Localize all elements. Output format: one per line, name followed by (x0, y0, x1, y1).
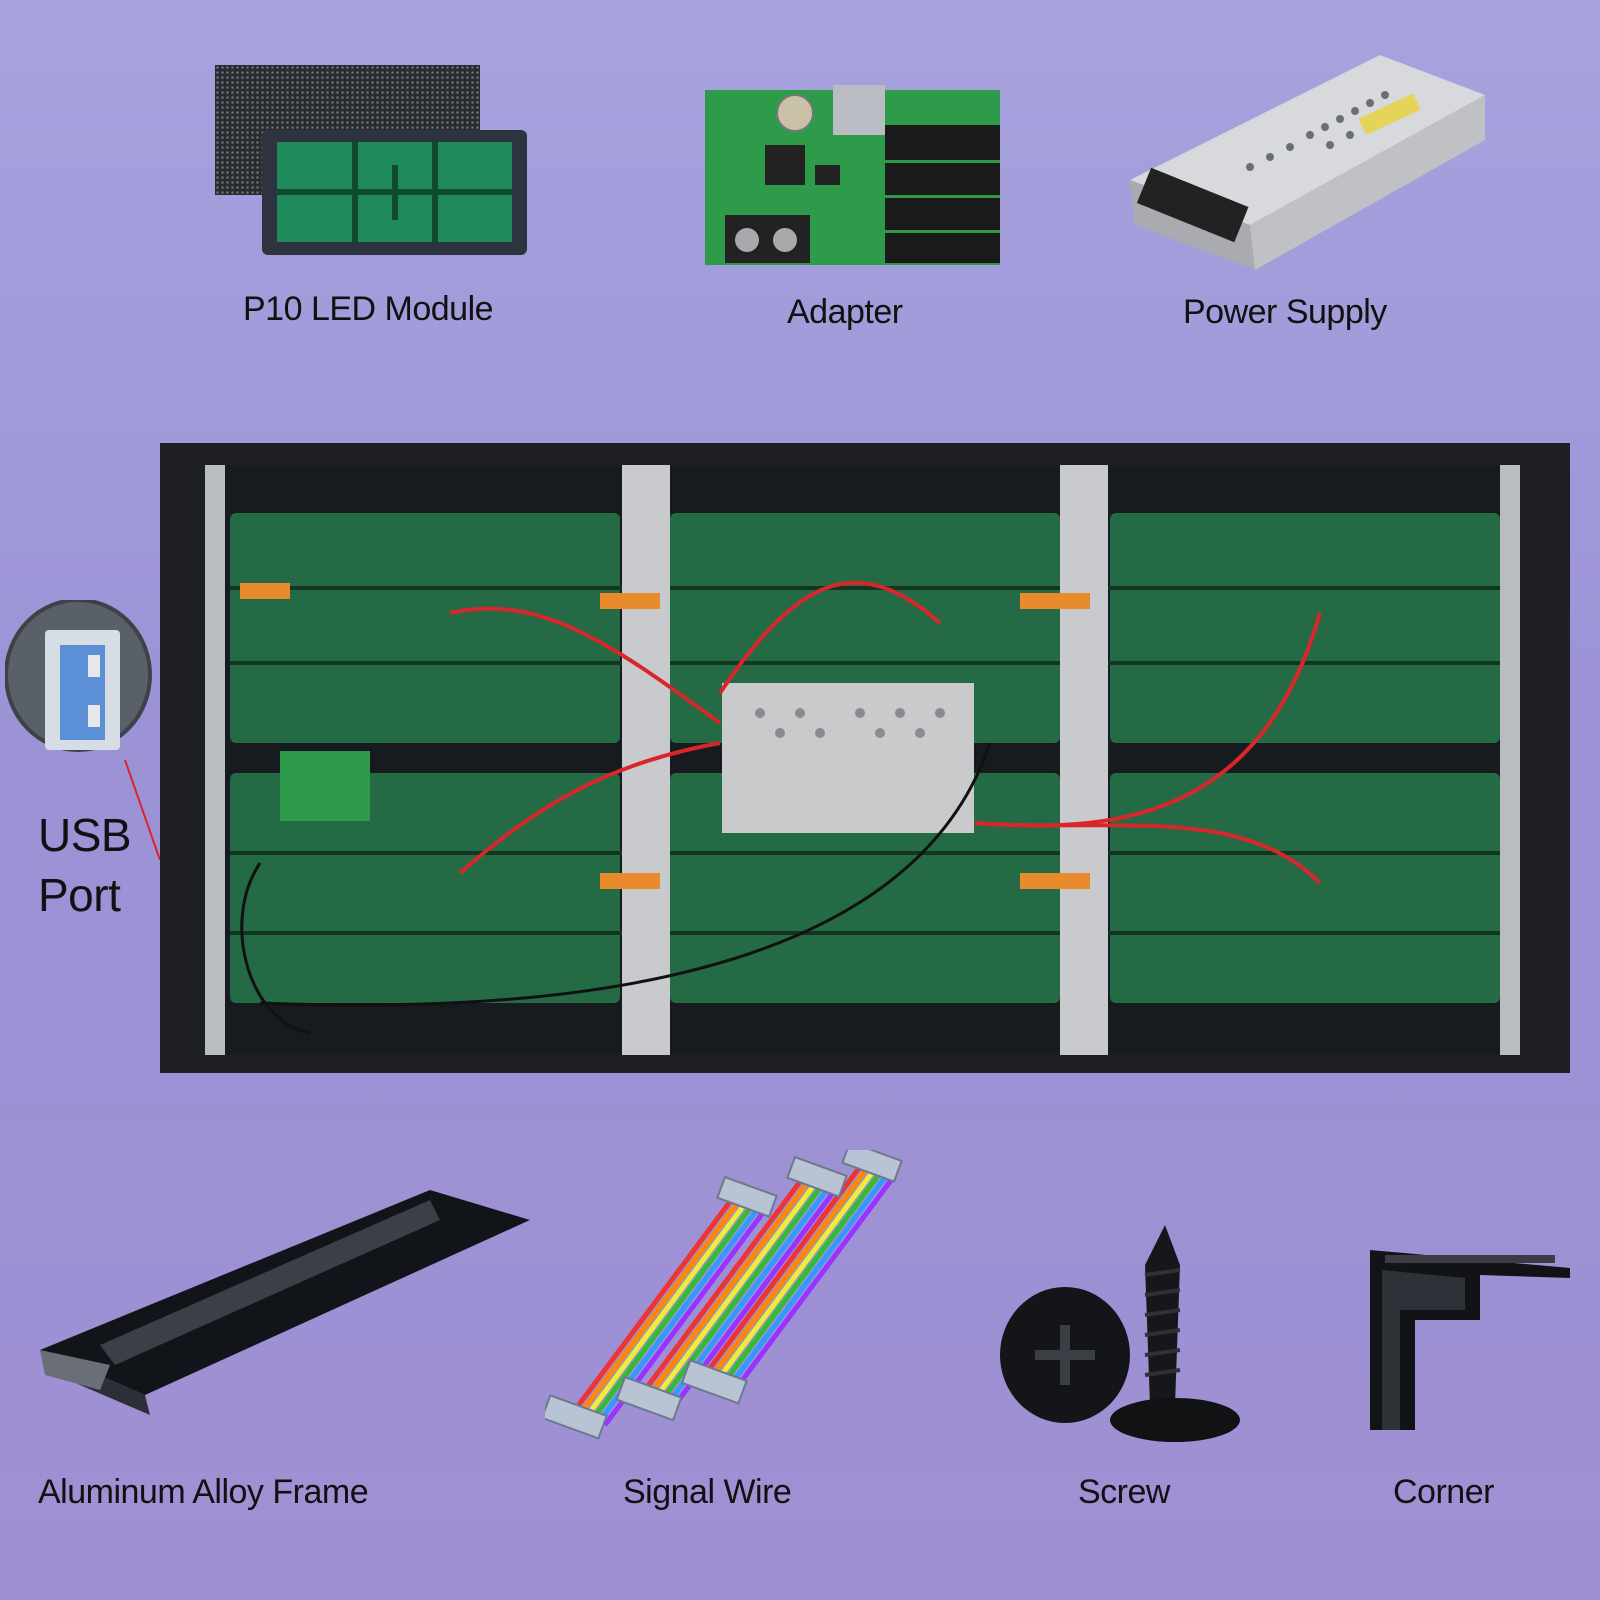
corner-label: Corner (1393, 1473, 1494, 1511)
power-supply-icon (1130, 55, 1485, 270)
usb-label-line2: Port (38, 869, 121, 921)
usb-port-icon (5, 600, 160, 880)
screw-icon (1000, 1225, 1245, 1460)
screw-label: Screw (1078, 1473, 1170, 1511)
aluminum-frame-icon (40, 1190, 540, 1420)
adapter-label: Adapter (787, 293, 903, 331)
assembled-led-panel (160, 443, 1570, 1073)
led-module-label: P10 LED Module (243, 290, 494, 328)
ribbon-cable-icon (545, 1150, 905, 1460)
corner-bracket-icon (1370, 1250, 1570, 1430)
usb-label-line1: USB (38, 809, 132, 861)
aluminum-frame-label: Aluminum Alloy Frame (38, 1473, 369, 1511)
led-module-icon (205, 60, 545, 270)
controller-board-icon (705, 85, 1005, 270)
power-supply-label: Power Supply (1183, 293, 1387, 331)
signal-wire-label: Signal Wire (623, 1473, 792, 1511)
